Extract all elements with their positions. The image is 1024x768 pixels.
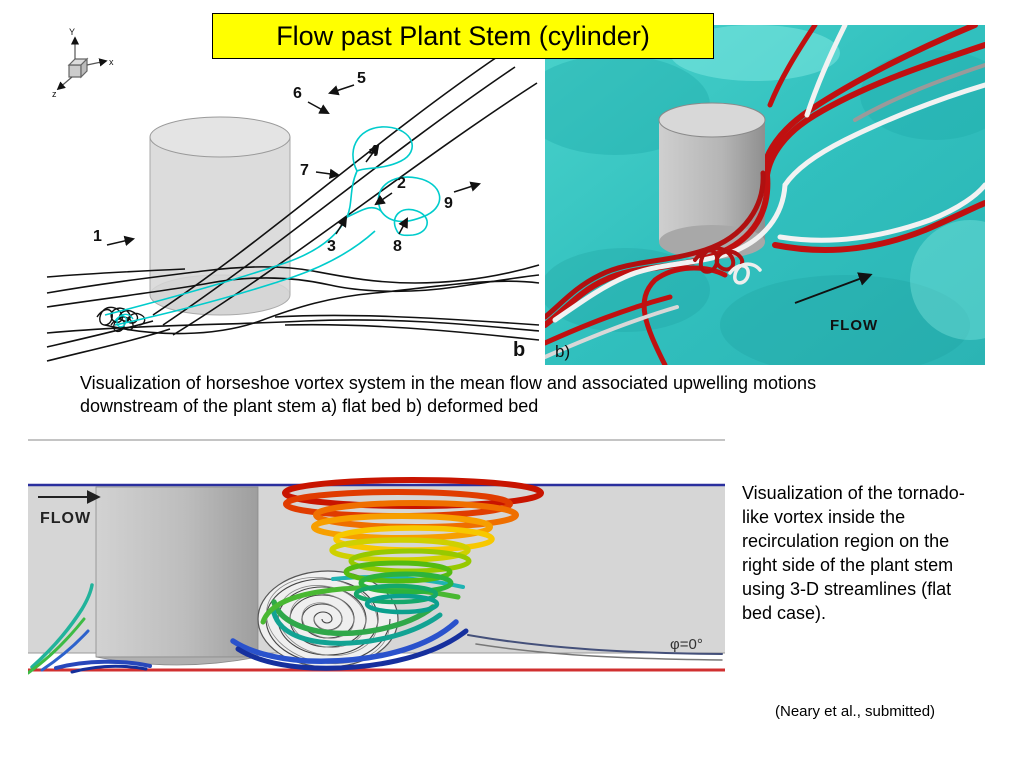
panel-label-a: b: [513, 339, 525, 361]
stream-number-6: 6: [293, 85, 302, 102]
stream-number-2: 2: [397, 175, 406, 192]
figure-horseshoe-render: FLOW b): [545, 25, 985, 365]
water-surface-shading: [545, 25, 985, 365]
figure-horseshoe-linedrawing: Y x z: [45, 25, 540, 365]
figure-c-svg: FLOW φ=0°: [28, 439, 725, 675]
upstream-streamlines: [28, 583, 152, 675]
axis-triad-icon: [56, 36, 108, 91]
streamlines-behind: [760, 25, 985, 188]
stream-number-9: 9: [444, 195, 453, 212]
stream-number-4: 4: [369, 143, 378, 160]
blue-bottom-streamlines: [230, 619, 723, 671]
figure-tornado-vortex: FLOW φ=0°: [28, 437, 725, 680]
figure-b-svg: FLOW b): [545, 25, 985, 365]
axis-label-z: z: [52, 89, 57, 99]
stream-number-8: 8: [393, 238, 402, 255]
stream-number-7: 7: [300, 162, 309, 179]
citation-credit: (Neary et al., submitted): [775, 703, 936, 720]
stream-number-3: 3: [327, 238, 336, 255]
phi-angle-label: φ=0°: [670, 636, 703, 653]
caption-horseshoe: Visualization of horseshoe vortex system…: [80, 373, 817, 416]
flow-label-b: FLOW: [830, 317, 878, 334]
stream-number-1: 1: [93, 228, 102, 245]
plant-stem-cylinder-side: [95, 486, 259, 666]
cyan-streamlines: [104, 126, 441, 328]
axis-label-x: x: [109, 57, 114, 67]
flow-label-c: FLOW: [40, 510, 91, 527]
axis-label-y: Y: [69, 27, 75, 37]
panel-label-b: b): [555, 342, 570, 361]
flow-arrow: [794, 272, 873, 304]
slide-title: Flow past Plant Stem (cylinder): [276, 20, 650, 51]
stream-number-arrows: [106, 84, 482, 247]
stream-number-5: 5: [357, 70, 366, 87]
streamlines-front: [545, 170, 985, 365]
slide-title-box: Flow past Plant Stem (cylinder): [212, 13, 714, 59]
caption-tornado: Visualization of the tornado-like vortex…: [742, 483, 965, 623]
black-streamlines: [46, 54, 540, 362]
figure-a-svg: Y x z: [46, 27, 540, 362]
tornado-vortex-rings: [282, 477, 544, 615]
